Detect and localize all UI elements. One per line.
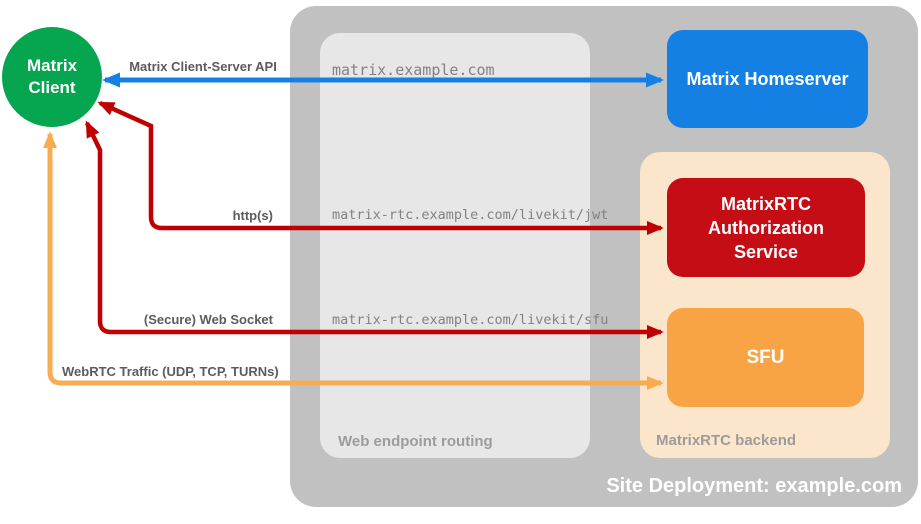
edge-webrtc-label: WebRTC Traffic (UDP, TCP, TURNs) [62, 364, 279, 379]
sfu-node: SFU [667, 308, 864, 407]
web-endpoint-routing-box: Web endpoint routing [320, 33, 590, 458]
matrix-homeserver-node: Matrix Homeserver [667, 30, 868, 128]
site-deployment-label: Site Deployment: example.com [606, 475, 902, 497]
edge-client-server-api-label: Matrix Client-Server API [129, 59, 277, 74]
matrix-homeserver-label: Matrix Homeserver [686, 68, 849, 89]
url-livekit-jwt: matrix-rtc.example.com/livekit/jwt [332, 207, 609, 223]
matrix-client-label: Matrix Client [26, 56, 78, 97]
matrixrtc-backend-label: MatrixRTC backend [656, 432, 797, 449]
matrixrtc-auth-service-node: MatrixRTC Authorization Service [667, 178, 865, 277]
edge-https-label: http(s) [232, 208, 273, 223]
matrix-client-node: Matrix Client [2, 27, 102, 127]
sfu-label: SFU [746, 346, 785, 368]
url-livekit-sfu: matrix-rtc.example.com/livekit/sfu [332, 312, 609, 328]
edge-websocket-label: (Secure) Web Socket [143, 312, 273, 327]
matrixrtc-auth-service-label: MatrixRTC Authorization Service [708, 193, 824, 262]
web-endpoint-routing-label: Web endpoint routing [338, 433, 493, 450]
url-matrix-example: matrix.example.com [332, 61, 495, 79]
